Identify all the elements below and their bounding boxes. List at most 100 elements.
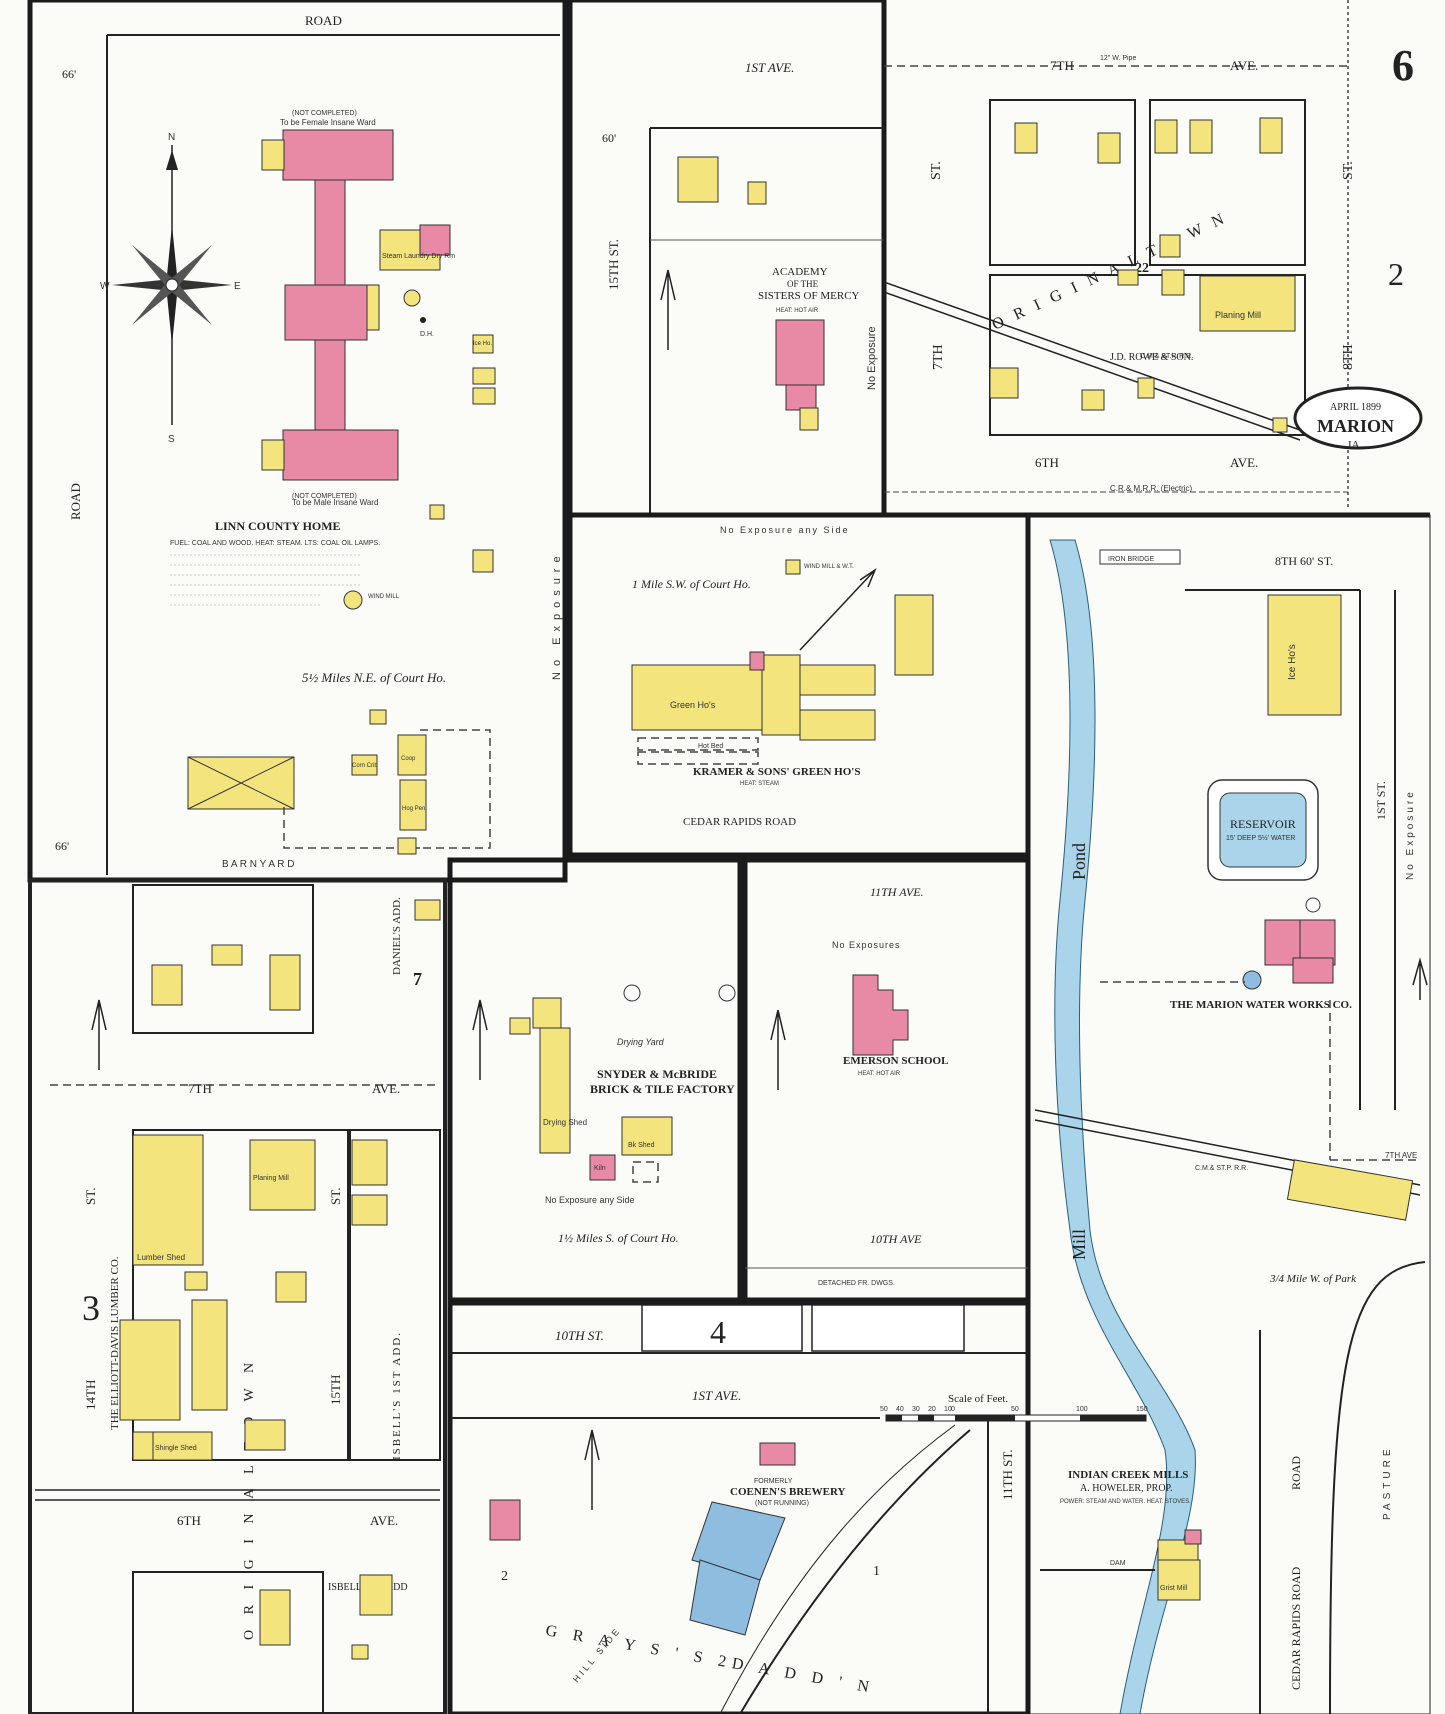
snyder-title-1: SNYDER & McBRIDE bbox=[597, 1067, 717, 1081]
corn-crib-label: Corn Crib bbox=[352, 763, 378, 769]
barn-yard-label: B A R N Y A R D bbox=[222, 859, 294, 870]
sheet-state: IA. bbox=[1348, 439, 1363, 451]
street-14th-label: 14TH bbox=[83, 1380, 98, 1410]
street-label: ST. bbox=[328, 1188, 343, 1205]
emerson-title: EMERSON SCHOOL bbox=[843, 1055, 948, 1067]
dwelling bbox=[1097, 132, 1121, 164]
green-house-label: Green Ho's bbox=[670, 700, 716, 710]
dwelling bbox=[151, 964, 183, 1006]
grist-mill-label: Grist Mill bbox=[1160, 1585, 1188, 1592]
no-exposure-label: No Exposure bbox=[866, 326, 878, 390]
north-arrow-icon bbox=[472, 999, 488, 1080]
railroad-label: C.M.& ST.P. R.R. bbox=[1140, 353, 1193, 360]
panel-frame bbox=[447, 857, 743, 1303]
not-running-label: (NOT RUNNING) bbox=[755, 1500, 809, 1507]
ice-house-label: Ice Ho. bbox=[473, 341, 492, 347]
avenue-label: 1ST AVE. bbox=[745, 60, 794, 75]
north-arrow-icon bbox=[584, 1429, 600, 1510]
north-arrow-icon bbox=[1412, 957, 1428, 1000]
bridge bbox=[1286, 1159, 1414, 1221]
distance-label: 5½ Miles N.E. of Court Ho. bbox=[302, 670, 446, 685]
lumber-shed bbox=[119, 1319, 181, 1421]
academy-title-3: SISTERS OF MERCY bbox=[758, 290, 860, 302]
wind-mill-label: WIND MILL & W.T. bbox=[804, 564, 854, 570]
green-house bbox=[631, 664, 763, 731]
pasture-label: PASTURE bbox=[1382, 1446, 1393, 1521]
block-number: 2 bbox=[501, 1569, 508, 1584]
dwelling bbox=[1154, 119, 1178, 154]
iron-bridge bbox=[1099, 549, 1181, 565]
scale-tick-label: 40 bbox=[896, 1406, 904, 1413]
outbuilding bbox=[429, 504, 445, 520]
scale-label: Scale of Feet. bbox=[948, 1393, 1008, 1405]
iron-bridge-label: IRON BRIDGE bbox=[1108, 556, 1155, 563]
scale-tick-label: 50 bbox=[1011, 1406, 1019, 1413]
original-town-label: O R I G I N A L T O W N bbox=[242, 1357, 257, 1640]
svg-text:E: E bbox=[234, 281, 241, 292]
linn-county-home-title: LINN COUNTY HOME bbox=[215, 519, 341, 533]
shingle-shed-label: Shingle Shed bbox=[155, 1445, 197, 1452]
no-exposure-label: No Exposure any Side bbox=[545, 1195, 635, 1205]
academy-heat: HEAT: HOT AIR bbox=[776, 308, 819, 314]
scale-tick-label: 30 bbox=[912, 1406, 920, 1413]
ave-6th-label: 6TH bbox=[177, 1513, 201, 1528]
street-8th-label: 8TH 60' ST. bbox=[1275, 554, 1333, 568]
north-arrow-icon bbox=[770, 1009, 786, 1090]
north-arrow-icon bbox=[799, 568, 877, 651]
kiln-label: Kiln bbox=[594, 1165, 606, 1172]
sheet-number: 6 bbox=[1392, 41, 1414, 90]
no-exposures-label: No Exposures bbox=[832, 940, 901, 950]
ave-label: AVE. bbox=[372, 1081, 400, 1096]
dwelling bbox=[677, 156, 719, 203]
cistern-icon bbox=[1242, 970, 1262, 990]
north-arrow-icon bbox=[660, 269, 676, 350]
not-completed-label: (NOT COMPLETED) bbox=[292, 493, 357, 500]
planing-mill bbox=[249, 1139, 316, 1211]
outbuilding bbox=[472, 387, 496, 405]
not-completed-label: (NOT COMPLETED) bbox=[292, 110, 357, 117]
first-st-label: 1ST ST. bbox=[1374, 781, 1388, 820]
block-number: 1 bbox=[873, 1564, 880, 1579]
ave-7th-label: 7TH AVE bbox=[1385, 1151, 1417, 1160]
corn-crib bbox=[351, 754, 378, 776]
dimension-label: 66' bbox=[55, 839, 69, 853]
dwelling bbox=[989, 367, 1019, 399]
wind-mill-icon bbox=[403, 289, 421, 307]
street-11th-label: 11TH ST. bbox=[1000, 1449, 1015, 1500]
dwelling bbox=[351, 1139, 388, 1186]
mill-pond bbox=[1049, 539, 1196, 1714]
brewery-office bbox=[759, 1442, 796, 1466]
distance-label: 3/4 Mile W. of Park bbox=[1269, 1273, 1357, 1285]
ave-1st-label: 1ST AVE. bbox=[692, 1388, 741, 1403]
ave-11th-label: 11TH AVE. bbox=[870, 885, 924, 899]
ave-6th-label: 6TH bbox=[1035, 455, 1059, 470]
dimension-label: 66' bbox=[62, 67, 76, 81]
ave-10th-label: 10TH AVE bbox=[870, 1232, 922, 1246]
brick-shed bbox=[621, 1116, 673, 1156]
block-outline bbox=[1149, 99, 1306, 266]
svg-text:S: S bbox=[168, 434, 175, 445]
lumber-company-label: THE ELLIOTT-DAVIS LUMBER CO. bbox=[109, 1256, 121, 1430]
outbuilding bbox=[747, 181, 767, 205]
scale-bar: Scale of Feet. bbox=[885, 1393, 1147, 1422]
block-outline bbox=[349, 1129, 441, 1461]
dwelling bbox=[359, 1574, 393, 1616]
dh-marker-icon bbox=[420, 317, 426, 323]
kramer-heat: HEAT: STEAM bbox=[740, 781, 779, 787]
laundry-label: Steam Laundry Dry Rm bbox=[382, 253, 455, 260]
academy-title-2: OF THE bbox=[787, 279, 819, 289]
road-label: CEDAR RAPIDS ROAD bbox=[1289, 1566, 1303, 1690]
rowe-label: J.D. ROWE & SON. bbox=[1110, 352, 1193, 363]
yard-fence bbox=[283, 807, 420, 849]
reservoir-note: 15' DEEP 5½' WATER bbox=[1226, 834, 1295, 842]
dwelling bbox=[259, 1589, 291, 1646]
road-label: CEDAR RAPIDS ROAD bbox=[683, 816, 796, 828]
kramer-title: KRAMER & SONS' GREEN HO'S bbox=[693, 766, 860, 778]
outbuilding bbox=[1137, 377, 1155, 399]
reservoir-label: RESERVOIR bbox=[1230, 817, 1296, 831]
dimension-label: 60' bbox=[602, 131, 616, 145]
ice-houses-label: Ice Ho's bbox=[1287, 644, 1298, 680]
distance-label: 1 Mile S.W. of Court Ho. bbox=[632, 577, 751, 591]
panel-kramer: No Exposure any Side WIND MILL & W.T. 1 … bbox=[567, 512, 1031, 858]
